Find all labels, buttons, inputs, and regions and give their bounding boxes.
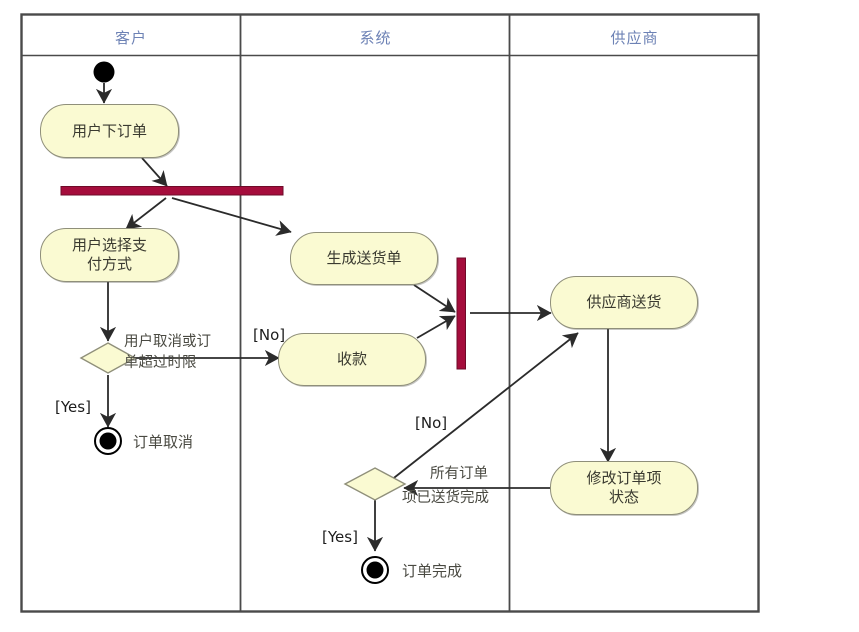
edge-collect-payment-to-join bbox=[416, 315, 456, 339]
activity-choose-payment[interactable]: 用户选择支 付方式 bbox=[40, 228, 179, 282]
lane-title-system: 系统 bbox=[359, 29, 392, 47]
end-label-order-cancelled: 订单取消 bbox=[133, 433, 194, 451]
final-node-order-cancelled bbox=[94, 427, 122, 455]
activity-create-delivery-note[interactable]: 生成送货单 bbox=[290, 232, 438, 285]
activity-update-item-status[interactable]: 修改订单项 状态 bbox=[550, 461, 698, 515]
edge-label-delivered-no: [No] bbox=[415, 414, 448, 432]
edge-create-delivery-note-to-join bbox=[413, 284, 456, 313]
edge-label-delivered-yes: [Yes] bbox=[322, 528, 358, 546]
edge-label-delivered-guard-line1: 所有订单 bbox=[430, 466, 488, 482]
edge-place-order-to-fork bbox=[141, 157, 168, 187]
activity-place-order[interactable]: 用户下订单 bbox=[40, 104, 179, 158]
edge-fork-to-create-delivery-note bbox=[171, 197, 292, 236]
end-label-order-complete: 订单完成 bbox=[402, 562, 463, 580]
fork-bar-horizontal bbox=[60, 186, 284, 196]
lane-title-supplier: 供应商 bbox=[610, 29, 659, 47]
edge-fork-to-choose-payment bbox=[125, 197, 167, 230]
lane-title-customer: 客户 bbox=[114, 29, 147, 47]
join-bar-vertical bbox=[456, 257, 466, 370]
activity-collect-payment[interactable]: 收款 bbox=[278, 333, 426, 386]
edge-label-cancel-guard-line2: 单超过时限 bbox=[124, 355, 197, 371]
activity-supplier-deliver[interactable]: 供应商送货 bbox=[550, 276, 698, 329]
edge-decision-no-to-supplier-deliver bbox=[389, 332, 579, 482]
decision-all-delivered bbox=[343, 467, 407, 501]
edge-label-cancel-no: [No] bbox=[253, 326, 286, 344]
edge-label-cancel-guard-line1: 用户取消或订 bbox=[124, 334, 211, 350]
initial-node bbox=[93, 61, 115, 83]
final-node-order-complete bbox=[361, 556, 389, 584]
decision-cancel bbox=[79, 342, 137, 374]
edge-label-delivered-guard-line2: 项已送货完成 bbox=[402, 490, 489, 506]
edge-label-cancel-yes: [Yes] bbox=[55, 398, 91, 416]
